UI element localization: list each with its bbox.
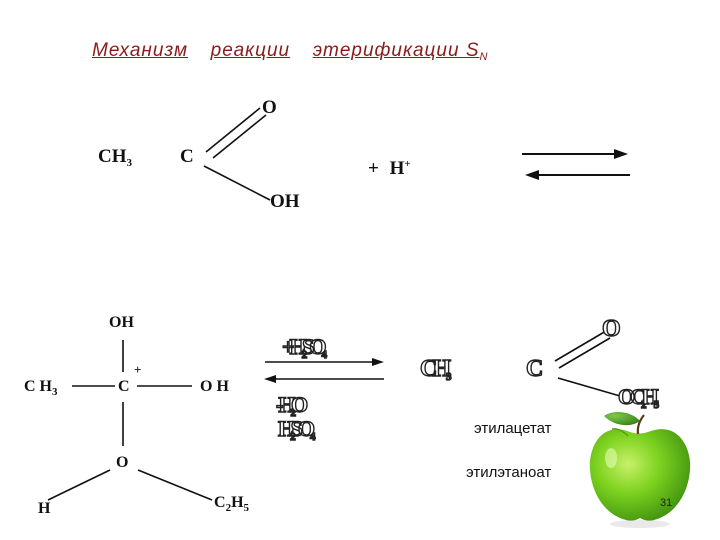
equilibrium-arrows-icon bbox=[522, 149, 630, 180]
methyl-group: CH3 bbox=[98, 146, 132, 169]
intermediate-charge: + bbox=[134, 362, 142, 377]
intermediate-methyl-text: C H bbox=[24, 378, 52, 395]
methyl-text: CH bbox=[98, 146, 127, 167]
hydroxyl-group: OH bbox=[270, 191, 300, 212]
title-subscript: N bbox=[479, 51, 488, 63]
intermediate-carbon: C bbox=[118, 378, 130, 395]
proton-term: + H+ bbox=[368, 158, 411, 180]
ethyl-sub1: 2 bbox=[225, 502, 232, 514]
intermediate-oh-top: OH bbox=[109, 314, 134, 331]
carbonyl-oxygen: O bbox=[262, 97, 277, 118]
carbonyl-carbon: C bbox=[180, 146, 194, 167]
proton-charge: + bbox=[404, 158, 411, 170]
slide-title: Механизм реакции этерификации SN bbox=[92, 40, 487, 63]
intermediate-ethyl: C2H5 bbox=[214, 494, 249, 514]
intermediate-methyl: C H3 bbox=[24, 378, 58, 398]
proton-symbol: H bbox=[389, 158, 405, 179]
intermediate-hydrogen: H bbox=[38, 500, 51, 517]
page-number: 31 bbox=[660, 497, 673, 509]
ethyl-sub2: 5 bbox=[243, 502, 250, 514]
caption-ethyl-acetate: этилацетат bbox=[474, 420, 552, 437]
ethyl-c: C bbox=[214, 494, 226, 511]
title-word-reaction: реакции bbox=[210, 40, 291, 61]
plus-sign: + bbox=[368, 158, 379, 179]
ethyl-h: H bbox=[231, 494, 244, 511]
intermediate-methyl-sub: 3 bbox=[52, 386, 58, 398]
methyl-subscript: 3 bbox=[126, 157, 133, 169]
title-word-mechanism: Механизм bbox=[92, 40, 189, 61]
caption-ethyl-ethanoate: этилэтаноат bbox=[466, 464, 552, 481]
title-word-esterification: этерификации S bbox=[312, 40, 480, 61]
intermediate-oxygen: O bbox=[116, 454, 129, 471]
intermediate-oh-right: O H bbox=[200, 378, 229, 395]
